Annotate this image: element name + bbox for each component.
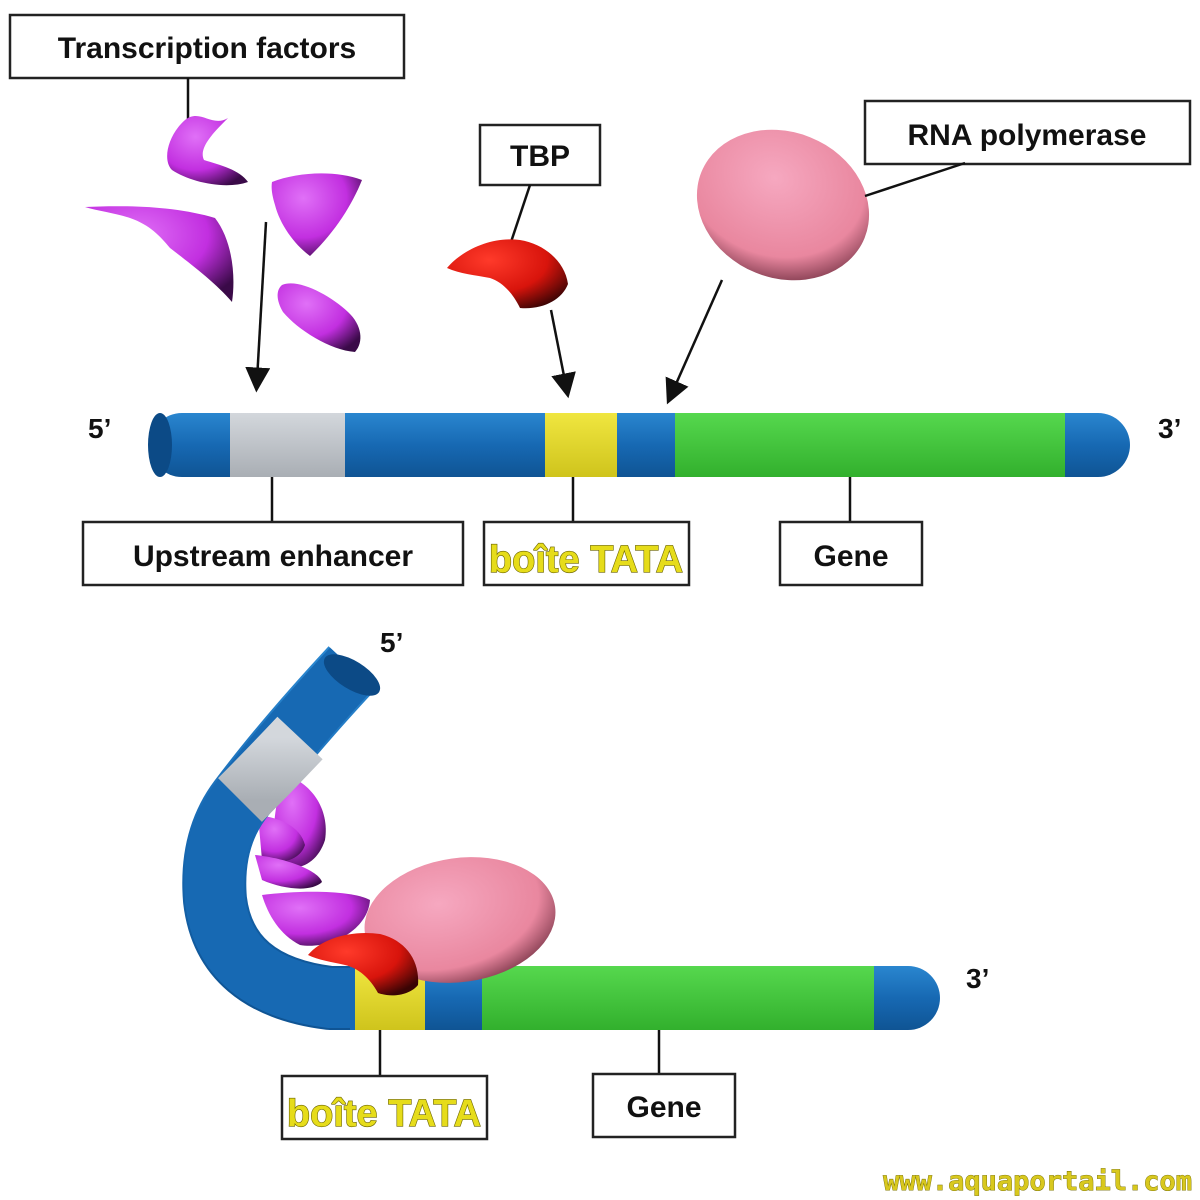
rna-polymerase-label-box bbox=[863, 99, 1192, 166]
bound-tbp bbox=[308, 932, 419, 996]
gene-label-top: Gene bbox=[813, 540, 888, 573]
tata-box-label-box-bottom bbox=[280, 1074, 489, 1141]
five-prime-label-bottom: 5’ bbox=[380, 627, 403, 658]
bound-transcription-factor-2 bbox=[258, 815, 305, 862]
upstream-enhancer-label: Upstream enhancer bbox=[133, 540, 413, 573]
website-watermark: www.aquaportail.com bbox=[883, 1166, 1192, 1197]
tbp-label: TBP bbox=[510, 140, 570, 173]
bent-gene-segment bbox=[482, 966, 874, 1030]
tbp-leader bbox=[508, 184, 532, 246]
rna-polymerase-leader bbox=[864, 161, 966, 198]
bent-enhancer-segment bbox=[218, 716, 323, 822]
transcription-factors-label-box bbox=[8, 13, 406, 80]
upstream-enhancer-label-box bbox=[81, 520, 465, 587]
transcription-factor-4 bbox=[277, 283, 361, 352]
gene-label-box-bottom bbox=[591, 1072, 737, 1139]
gene-segment bbox=[675, 413, 1065, 477]
three-prime-label-top: 3’ bbox=[1158, 413, 1181, 444]
tbp-label-box bbox=[478, 123, 602, 187]
transcription-factors-arrow bbox=[245, 221, 271, 393]
tata-box-label-bottom: boîte TATA bbox=[287, 1093, 481, 1135]
bound-rna-polymerase bbox=[364, 857, 556, 983]
rna-polymerase-protein bbox=[696, 129, 870, 281]
gene-label-box-top bbox=[778, 520, 924, 587]
tata-box-segment bbox=[545, 413, 617, 477]
transcription-factor-2 bbox=[85, 206, 234, 302]
three-prime-label-bottom: 3’ bbox=[966, 963, 989, 994]
five-prime-label-top: 5’ bbox=[88, 413, 111, 444]
rna-polymerase-label: RNA polymerase bbox=[908, 119, 1147, 152]
transcription-factor-3 bbox=[271, 173, 362, 256]
gene-label-bottom: Gene bbox=[626, 1091, 701, 1124]
bound-transcription-factor-3 bbox=[255, 855, 322, 889]
tata-box-label-box-top bbox=[482, 520, 691, 587]
dna-strand-bent bbox=[182, 646, 940, 1030]
upstream-enhancer-segment bbox=[230, 413, 345, 477]
transcription-factor-1 bbox=[167, 116, 248, 186]
rna-polymerase-arrow bbox=[665, 279, 724, 405]
transcription-factors-label: Transcription factors bbox=[58, 32, 356, 65]
tbp-arrow bbox=[549, 309, 576, 399]
bound-transcription-factor-4 bbox=[262, 891, 370, 946]
dna-strand-straight bbox=[148, 413, 1130, 477]
tbp-protein bbox=[447, 239, 568, 309]
tata-box-label-top: boîte TATA bbox=[489, 539, 683, 581]
